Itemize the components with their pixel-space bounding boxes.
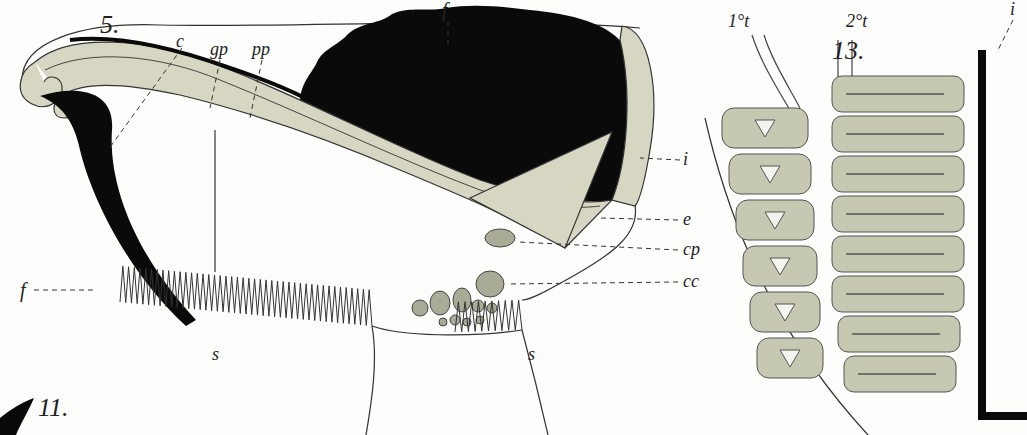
leader-line: [210, 60, 220, 108]
tubule-lumen: [765, 212, 785, 229]
neck-line: [366, 326, 374, 435]
tubule-lobe: [750, 292, 820, 332]
tubule-lobe: [722, 108, 808, 148]
tubule-lobe: [832, 156, 964, 192]
tubule-lumen: [846, 253, 944, 255]
tubule-lumen: [858, 373, 936, 375]
part-label: i: [1010, 0, 1015, 18]
leader-line: [518, 242, 678, 250]
cell: [485, 229, 515, 247]
tubule-lumen: [846, 293, 944, 295]
tubule-lumen: [846, 213, 944, 215]
cell: [412, 300, 428, 316]
tubule-lobe: [757, 338, 823, 378]
cell: [476, 271, 504, 297]
tubule-lumen: [775, 304, 795, 321]
leader-line: [34, 290, 95, 291]
leader-line: [998, 20, 1013, 50]
tubule-lobe: [844, 356, 956, 392]
tubule-lobe: [832, 276, 964, 312]
leader-line: [600, 218, 678, 220]
cell: [450, 315, 460, 325]
spine-row: [455, 300, 522, 332]
cell: [453, 288, 471, 312]
tubule-lobe: [832, 116, 964, 152]
part-label: 1°t: [728, 12, 749, 30]
tubule-lobe: [832, 76, 964, 112]
tubule-lumen: [760, 166, 780, 183]
leader-line: [640, 158, 680, 160]
part-label: gp: [210, 40, 228, 58]
body-outline: [214, 130, 215, 272]
leader-line: [508, 282, 678, 284]
part-label: 11.: [38, 395, 69, 421]
tubule-lumen: [852, 333, 940, 335]
black-fragment: [0, 398, 34, 435]
tubule-lobe: [832, 196, 964, 232]
tubule-lobe: [729, 154, 811, 194]
leader-line: [250, 60, 262, 118]
part-label: cp: [683, 240, 700, 258]
part-label: f: [20, 280, 26, 300]
part-label: 2°t: [846, 12, 867, 30]
tubule-lumen: [846, 173, 944, 175]
shell-cap: [612, 26, 654, 206]
leader-line: [108, 48, 182, 150]
tubule-lumen: [780, 350, 800, 367]
tubule-lumen: [755, 120, 775, 137]
tubule-lobe: [838, 316, 960, 352]
tubule-lumen: [770, 258, 790, 275]
leader-line: [448, 22, 449, 48]
part-label: i: [683, 150, 688, 168]
spine-row: [120, 266, 372, 326]
cell: [430, 291, 450, 315]
part-label: cc: [683, 272, 699, 290]
tubule-lobe: [736, 200, 814, 240]
neck-line: [522, 330, 548, 435]
tubule-lumen: [846, 93, 944, 95]
cell-cradle: [372, 326, 522, 335]
part-label: 5.: [100, 12, 120, 38]
wedge: [470, 132, 612, 248]
part-label: c: [176, 32, 184, 50]
part-label: 13.: [832, 38, 865, 64]
part-label: s: [212, 345, 219, 363]
black-bar: [978, 50, 1027, 420]
tubule-lumen: [846, 133, 944, 135]
part-label: e: [683, 210, 691, 228]
part-label: s: [528, 345, 535, 363]
cell: [439, 318, 447, 326]
tubule-lobe: [743, 246, 817, 286]
part-label: f: [442, 0, 448, 20]
part-label: pp: [252, 40, 270, 58]
band-dark-edge: [70, 39, 305, 98]
tubule-lobe: [832, 236, 964, 272]
